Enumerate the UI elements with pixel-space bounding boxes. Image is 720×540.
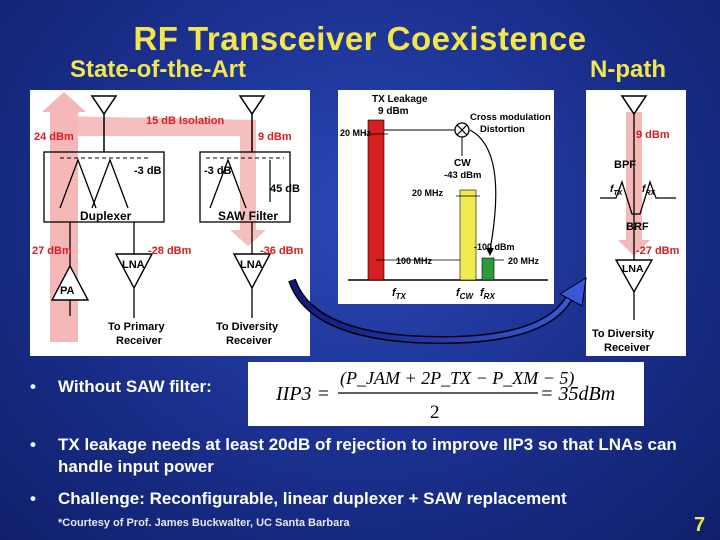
sota-frontend-diagram: 15 dB Isolation 24 dBm 9 dBm -3 dB -3 dB… [30,90,310,356]
saw-loss-label: -3 dB [204,165,232,177]
equation-rhs: = 35dBm [540,383,615,405]
lna-diversity-icon [232,253,272,290]
tx-power-label: 24 dBm [34,131,74,143]
isolation-label: 15 dB Isolation [146,115,225,127]
page-number: 7 [694,514,706,536]
footnote: *Courtesy of Prof. James Buckwalter, UC … [58,517,350,529]
cw-bandwidth-label: 20 MHz [412,188,444,198]
bullet-challenge-text: Challenge: Reconfigurable, linear duplex… [58,489,567,508]
tx-bandwidth-label: 20 MHz [340,128,372,138]
rx-level-label: -100 dBm [474,242,515,252]
iip3-equation: IIP3 = (P_JAM + 2P_TX − P_XM − 5) 2 = 35… [248,362,644,426]
lna-diversity-label: LNA [240,259,263,271]
antenna-primary-icon [90,95,118,116]
npath-leak-label: 9 dBm [636,129,670,141]
rx-bar [481,257,495,281]
f-rx-label: fRX [480,287,495,301]
npath-receiver-label-2: Receiver [604,342,651,354]
bullet-dot: • [30,489,36,508]
rx-leak-label: 9 dBm [258,131,292,143]
saw-rejection-label: 45 dB [270,183,300,195]
slide-title: RF Transceiver Coexistence [133,20,587,57]
npath-brf-label: BRF [626,221,649,233]
npath-lna-icon [614,259,654,294]
f-cw-label: fCW [456,287,474,301]
subtitle-state-of-the-art: State-of-the-Art [70,56,246,83]
npath-diagram: 9 dBm BPF fTX fRX BRF -27 dBm LNA To Div… [586,90,686,356]
diversity-receiver-label-2: Receiver [226,335,273,347]
bullet-tx-leakage: • TX leakage needs at least 20dB of rejec… [30,434,678,478]
tx-rx-spacing-label: 100 MHz [396,256,433,266]
bullet-tx-leakage-text: TX leakage needs at least 20dB of reject… [58,435,677,476]
lna-primary-label: LNA [122,259,145,271]
duplexer-block [43,151,165,223]
lna-primary-input-label: -28 dBm [148,245,192,257]
diversity-receiver-label: To Diversity [216,321,279,333]
npath-frx-label: fRX [642,184,656,197]
saw-filter-block [199,151,291,223]
cw-bar [459,189,477,281]
npath-receiver-label: To Diversity [592,328,655,340]
equation-numerator: (P_JAM + 2P_TX − P_XM − 5) [340,368,574,389]
cw-value: -43 dBm [444,170,481,181]
duplexer-label: Duplexer [80,209,132,223]
rx-bandwidth-label: 20 MHz [508,256,540,266]
saw-filter-label: SAW Filter [218,209,278,223]
bullet-without-saw-text: Without SAW filter: [58,377,212,396]
primary-receiver-label-2: Receiver [116,335,163,347]
bullet-dot: • [30,377,36,396]
lna-primary-icon [114,253,154,290]
spectrum-diagram: TX Leakage 9 dBm 20 MHz Cross modulation… [338,90,554,304]
bullet-challenge: • Challenge: Reconfigurable, linear duple… [30,488,678,510]
transition-arrow [288,277,587,345]
pa-label: PA [60,285,75,297]
leakage-path-arrow [56,116,266,246]
npath-antenna-icon [620,95,648,116]
equation-denominator: 2 [430,402,440,423]
npath-ftx-label: fTX [610,184,624,197]
cw-label: CW [454,158,471,169]
primary-receiver-label: To Primary [108,321,166,333]
lna-diversity-input-label: -36 dBm [260,245,304,257]
npath-filter-response [600,179,676,215]
bullet-dot: • [30,435,36,454]
bullet-without-saw: • Without SAW filter: [30,376,248,398]
antenna-diversity-icon [238,95,266,116]
duplexer-loss-label: -3 dB [134,165,162,177]
tx-leakage-value: 9 dBm [378,106,409,117]
subtitle-n-path: N-path [590,56,666,83]
equation-lhs: IIP3 = [275,383,330,405]
tx-bar [367,119,385,281]
tx-leakage-label: TX Leakage [372,94,428,105]
cross-modulation-label: Cross modulation [470,112,551,123]
npath-lna-label: LNA [622,263,644,275]
distortion-label: Distortion [480,124,525,135]
npath-input-label: -27 dBm [636,245,680,257]
npath-bpf-label: BPF [614,159,636,171]
f-tx-label: fTX [392,287,407,301]
pa-output-label: 27 dBm [32,245,72,257]
